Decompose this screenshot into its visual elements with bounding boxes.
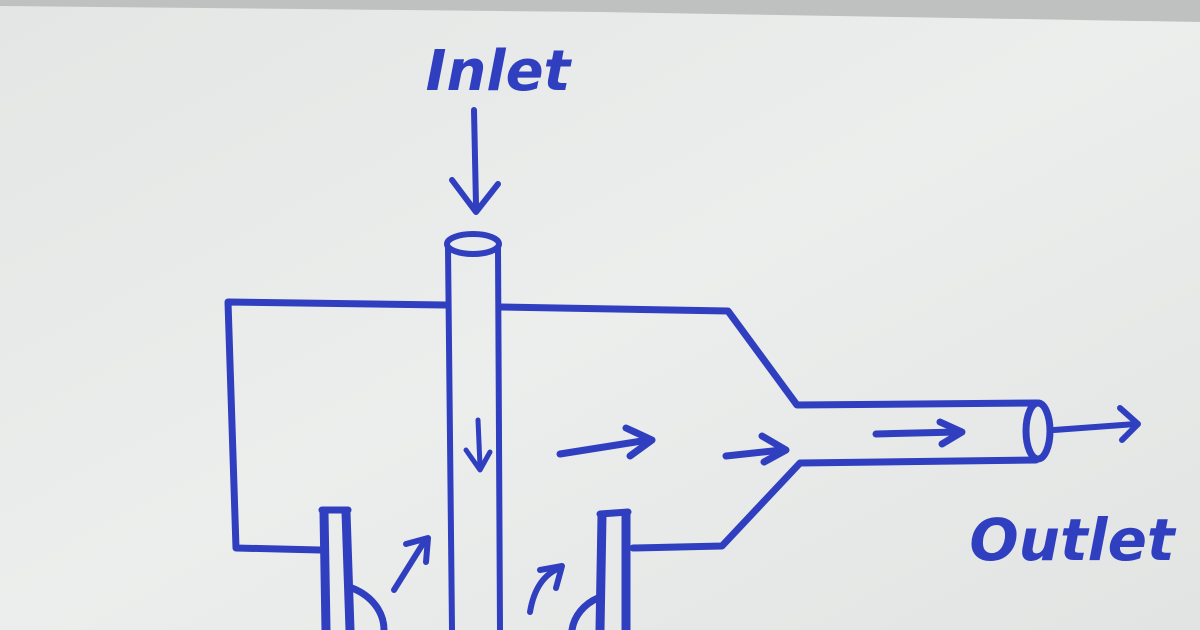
right-upflow-arrow-head <box>537 563 565 591</box>
chamber-flow-arrow-2-head <box>758 432 790 466</box>
left-upflow-arrow-shaft <box>391 539 427 593</box>
right-baffle-outer <box>595 511 607 630</box>
inlet-pipe-opening <box>444 231 502 257</box>
right-baffle-cap <box>596 508 632 518</box>
left-baffle-curve <box>348 584 388 630</box>
outlet-label: Outlet <box>969 506 1177 574</box>
chamber-flow-arrow-1-shaft <box>556 436 652 458</box>
chamber-flow-arrow-1-head <box>622 424 656 460</box>
chamber-flow-arrow-2-shaft <box>722 446 786 460</box>
outlet-pipe-opening <box>1022 399 1054 463</box>
inlet-label: Inlet <box>426 39 573 104</box>
chamber-top-wall <box>496 303 1040 409</box>
inlet-arrow-shaft <box>471 107 479 208</box>
inlet-pipe-right-wall <box>495 245 503 630</box>
chamber-bottom-wall <box>629 456 1040 552</box>
inlet-arrow-head <box>449 177 501 215</box>
left-baffle-outer <box>319 507 331 630</box>
chamber-left-wall <box>224 298 449 554</box>
paper-top-edge <box>0 0 1200 22</box>
outlet-arrow-shaft <box>1051 421 1139 433</box>
right-baffle-curve <box>568 594 602 630</box>
outlet-arrow-head <box>1117 405 1141 443</box>
pipe-flow-arrow-head <box>463 447 493 473</box>
pipe-flow-arrow-shaft <box>475 417 483 469</box>
outlet-pipe-flow-arrow-shaft <box>872 428 962 438</box>
outlet-pipe-flow-arrow-head <box>936 418 966 448</box>
inlet-pipe-left-wall <box>445 245 455 630</box>
left-baffle-inner <box>341 507 355 630</box>
left-upflow-arrow-head <box>403 535 431 565</box>
